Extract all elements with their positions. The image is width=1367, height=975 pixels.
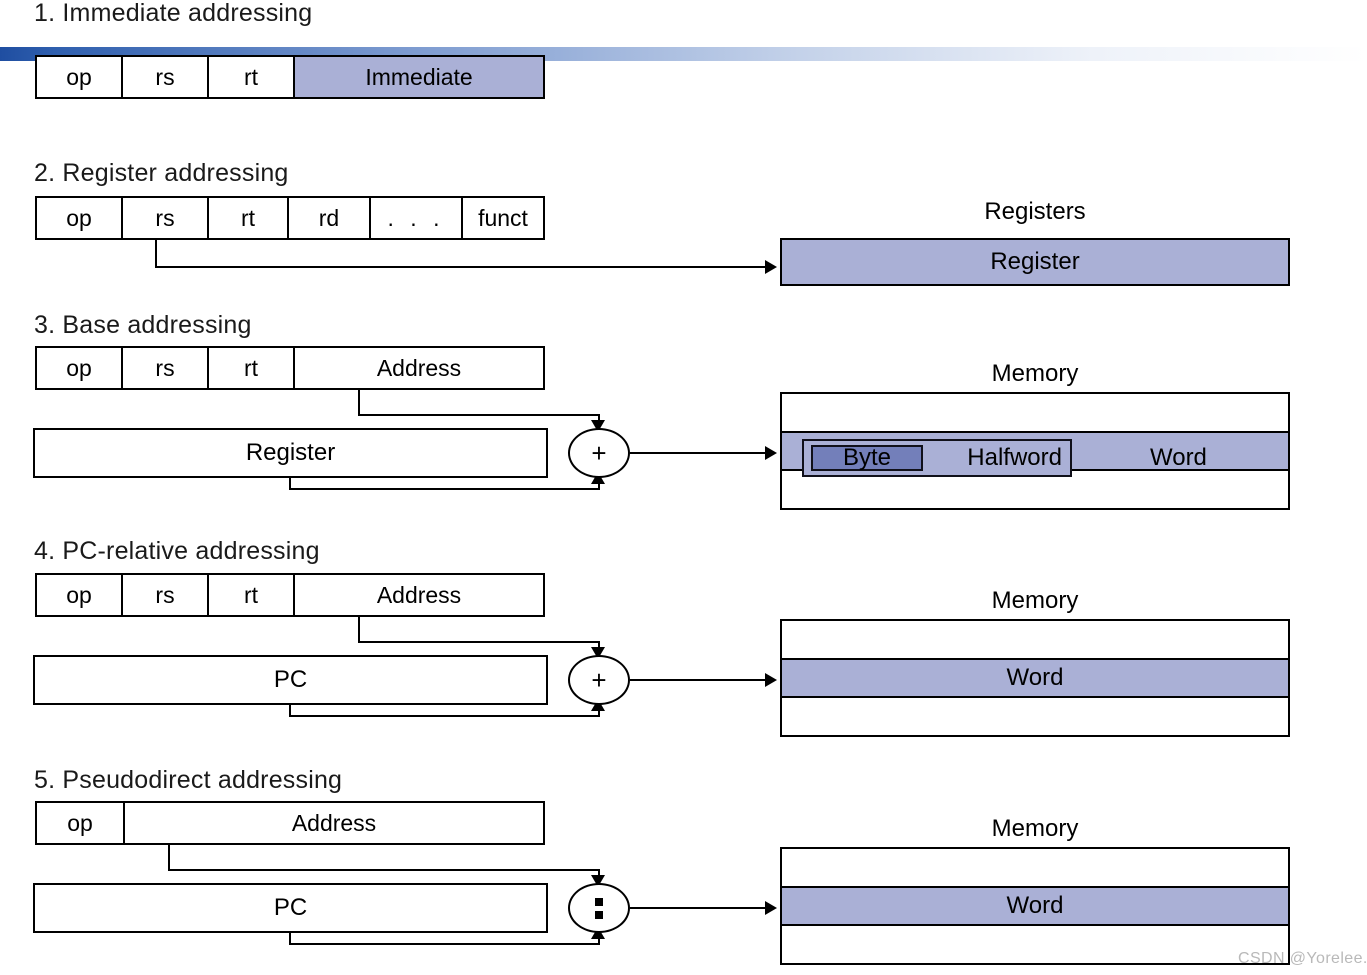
field-op: op bbox=[37, 575, 123, 615]
field-rd: rd bbox=[289, 198, 371, 238]
connector-address-run-5 bbox=[168, 869, 600, 871]
connector-pc-run-4 bbox=[289, 715, 600, 717]
panel-title-memory-5: Memory bbox=[991, 815, 1079, 842]
memory-box-3: Word Halfword Byte bbox=[780, 392, 1290, 510]
field-op: op bbox=[37, 803, 125, 843]
field-rt: rt bbox=[209, 57, 295, 97]
field-immediate: Immediate bbox=[295, 57, 543, 97]
field-op: op bbox=[37, 198, 123, 238]
memory-box-4: Word bbox=[780, 619, 1290, 737]
section-heading-3: 3. Base addressing bbox=[34, 311, 252, 339]
field-address: Address bbox=[376, 354, 462, 381]
instruction-fields-3: op rs rt Address bbox=[35, 346, 545, 390]
connector-rs-drop bbox=[155, 240, 157, 268]
instruction-fields-5: op Address bbox=[35, 801, 545, 845]
connector-register-up-3 bbox=[598, 478, 600, 490]
adder-bubble-4: + bbox=[568, 655, 630, 705]
watermark: CSDN @Yorelee. bbox=[1238, 950, 1367, 967]
panel-title-memory-3: Memory bbox=[991, 360, 1079, 387]
connector-register-drop-3 bbox=[289, 478, 291, 490]
field-address: Address bbox=[376, 581, 462, 608]
field-rt: rt bbox=[209, 348, 295, 388]
connector-rs-run bbox=[155, 266, 765, 268]
panel-title-registers: Registers bbox=[984, 198, 1086, 225]
instruction-fields-4: op rs rt Address bbox=[35, 573, 545, 617]
memory-row-word-4: Word bbox=[782, 659, 1288, 699]
instruction-fields-1: op rs rt Immediate bbox=[35, 55, 545, 99]
operand-box-register-3: Register bbox=[33, 428, 548, 478]
connector-address-drop-4 bbox=[358, 617, 360, 643]
connector-pc-drop-4 bbox=[289, 705, 291, 717]
memory-row-empty-top bbox=[782, 621, 1288, 660]
field-rt: rt bbox=[209, 575, 295, 615]
connector-register-run-3 bbox=[289, 488, 600, 490]
section-heading-2: 2. Register addressing bbox=[34, 159, 289, 187]
field-address: Address bbox=[291, 809, 377, 836]
arrowhead-to-registers bbox=[765, 260, 777, 274]
field-op: op bbox=[37, 57, 123, 97]
memory-row-empty-top bbox=[782, 849, 1288, 888]
panel-title-memory-4: Memory bbox=[991, 587, 1079, 614]
section-heading-1: 1. Immediate addressing bbox=[34, 0, 313, 27]
word-label-3: Word bbox=[1150, 443, 1207, 471]
memory-row-empty-bottom bbox=[782, 698, 1288, 736]
connector-adder-memory-4 bbox=[630, 679, 765, 681]
instruction-fields-2: op rs rt rd . . . funct bbox=[35, 196, 545, 240]
byte-box-3: Byte bbox=[811, 444, 923, 471]
connector-pc-drop-5 bbox=[289, 933, 291, 945]
memory-row-empty-bottom bbox=[782, 926, 1288, 964]
arrowhead-to-memory-3 bbox=[765, 446, 777, 460]
operand-box-pc-4: PC bbox=[33, 655, 548, 705]
connector-concat-memory-5 bbox=[630, 907, 765, 909]
connector-pc-up-5 bbox=[598, 933, 600, 945]
connector-address-drop-5 bbox=[168, 845, 170, 871]
halfword-label-3: Halfword bbox=[967, 443, 1062, 471]
concat-bubble-5 bbox=[568, 883, 630, 933]
arrowhead-to-memory-5 bbox=[765, 901, 777, 915]
operand-box-pc-5: PC bbox=[33, 883, 548, 933]
section-heading-5: 5. Pseudodirect addressing bbox=[34, 766, 343, 794]
memory-box-5: Word bbox=[780, 847, 1290, 965]
memory-row-empty-top bbox=[782, 394, 1288, 433]
field-rs: rs bbox=[123, 348, 209, 388]
field-rs: rs bbox=[123, 57, 209, 97]
arrowhead-to-memory-4 bbox=[765, 673, 777, 687]
memory-row-word-5: Word bbox=[782, 887, 1288, 927]
field-rt: rt bbox=[209, 198, 289, 238]
connector-address-run-4 bbox=[358, 641, 600, 643]
adder-bubble-3: + bbox=[568, 428, 630, 478]
section-heading-4: 4. PC-relative addressing bbox=[34, 537, 320, 565]
connector-pc-up-4 bbox=[598, 705, 600, 717]
connector-adder-memory-3 bbox=[630, 452, 765, 454]
registers-target-box: Register bbox=[780, 238, 1290, 286]
field-ellipsis: . . . bbox=[371, 198, 463, 238]
field-funct: funct bbox=[478, 204, 528, 231]
field-rs: rs bbox=[123, 198, 209, 238]
field-op: op bbox=[37, 348, 123, 388]
memory-row-empty-bottom bbox=[782, 471, 1288, 509]
colon-icon bbox=[595, 897, 603, 919]
memory-row-word-3: Word Halfword Byte bbox=[782, 432, 1288, 477]
field-rs: rs bbox=[123, 575, 209, 615]
connector-address-drop-3 bbox=[358, 390, 360, 416]
connector-address-run-3 bbox=[358, 414, 600, 416]
connector-pc-run-5 bbox=[289, 943, 600, 945]
